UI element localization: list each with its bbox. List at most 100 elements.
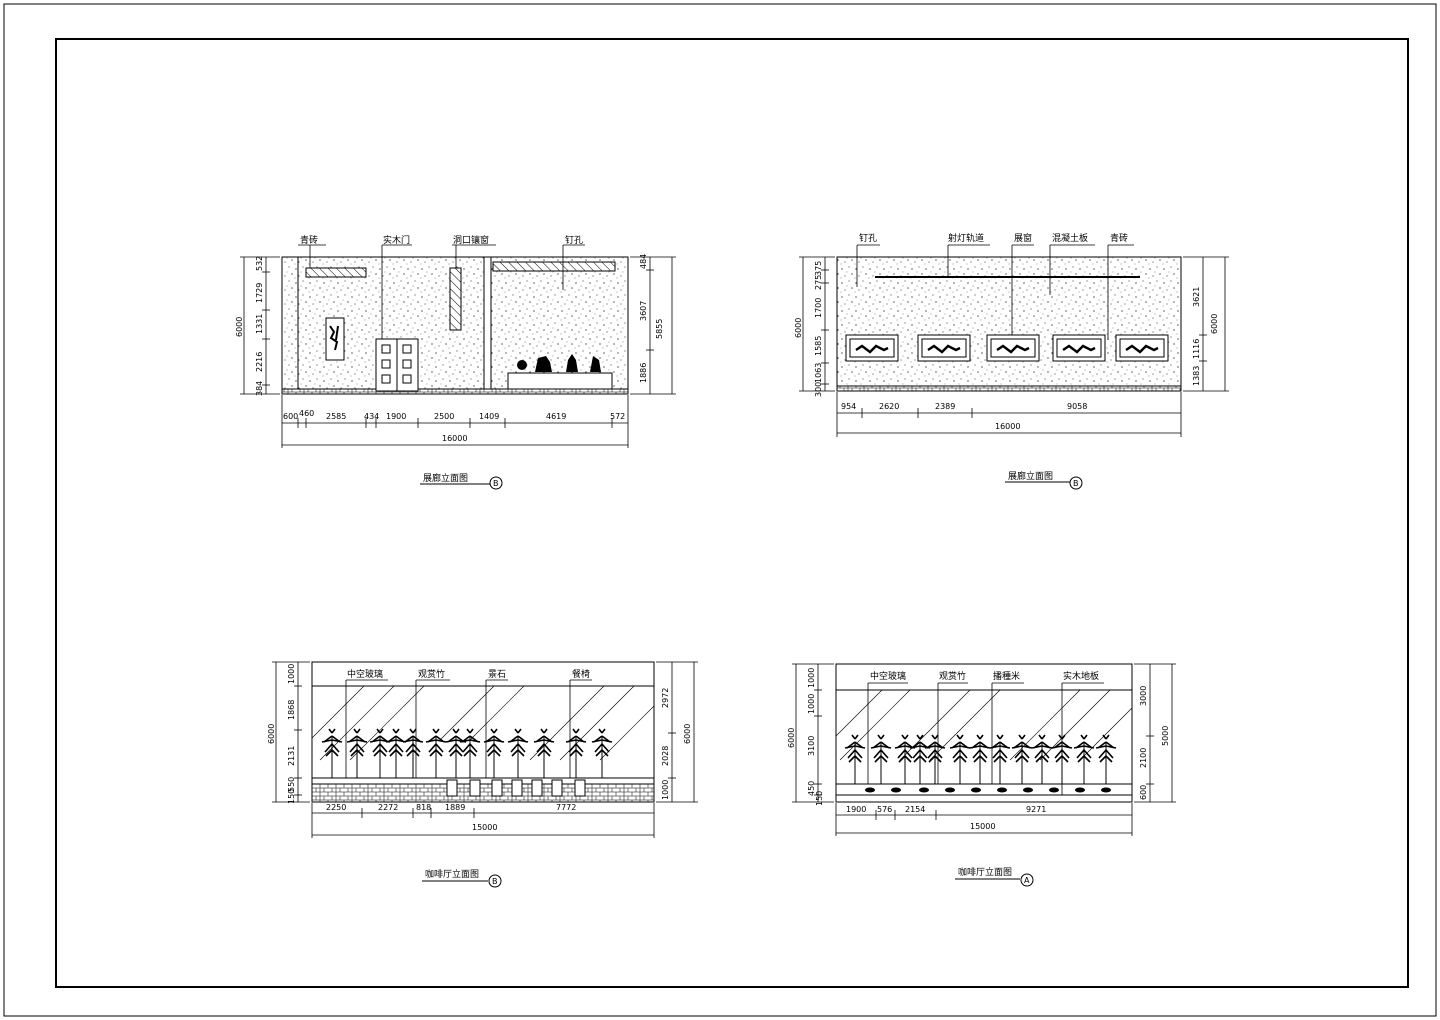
section-marker-letter: B <box>492 877 498 886</box>
dim-bottom: 1900 <box>386 412 406 421</box>
drawing-title: 咖啡厅立面图 <box>958 866 1012 878</box>
elevation-drawing-4: 中空玻璃 观赏竹 播種米 实木地板 1900 <box>787 663 1176 887</box>
dim-total: 16000 <box>995 422 1020 431</box>
dim-bottom: 2585 <box>326 412 346 421</box>
dim-bottom: 600 <box>283 412 298 421</box>
dim-bottom: 2500 <box>434 412 454 421</box>
dim-right: 1886 <box>639 363 648 383</box>
plinth <box>836 385 1182 392</box>
dim-bottom: 954 <box>841 402 856 411</box>
dim-right: 3607 <box>639 301 648 321</box>
outer-border <box>3 3 1437 1017</box>
inner-frame <box>55 38 1409 988</box>
label-ornamental-bamboo: 观赏竹 <box>939 670 966 682</box>
label-concrete-slab: 混凝土板 <box>1052 232 1088 244</box>
plinth <box>281 388 629 395</box>
dim-overall-right: 5000 <box>1161 726 1170 746</box>
dim-left: 375 <box>814 261 823 276</box>
wood-door <box>375 338 419 392</box>
dim-right: 2100 <box>1139 748 1148 768</box>
dim-overall-left: 6000 <box>267 724 276 744</box>
label-blue-brick: 青砖 <box>300 234 318 246</box>
section-marker <box>489 476 503 490</box>
label-dining-chair: 餐椅 <box>572 668 590 680</box>
dim-left: 150 <box>815 791 824 806</box>
dim-bottom: 1889 <box>445 803 465 812</box>
section-marker <box>1020 873 1034 887</box>
label-landscape-stone: 景石 <box>488 669 506 680</box>
label-hollow-glass: 中空玻璃 <box>347 668 383 680</box>
label-ornamental-bamboo: 观赏竹 <box>418 668 445 680</box>
dim-bottom: 4619 <box>546 412 566 421</box>
label-window: 洞口镶窗 <box>453 234 489 246</box>
dim-left: 1000 <box>287 664 296 684</box>
dim-bottom: 1900 <box>846 805 866 814</box>
leader-lines <box>298 244 585 339</box>
dim-left: 450 <box>807 781 816 796</box>
dim-overall-left: 6000 <box>787 728 796 748</box>
hatch-panel <box>492 261 616 272</box>
drawing-title: 展廊立面图 <box>423 472 468 484</box>
dim-bottom: 460 <box>299 409 314 418</box>
cafe-elevation-frame <box>835 663 1133 803</box>
drawing-title: 咖啡厅立面图 <box>425 868 479 880</box>
scroll-painting <box>325 317 345 361</box>
dim-right: 1383 <box>1192 366 1201 386</box>
dim-bottom: 9271 <box>1026 805 1046 814</box>
dim-bottom: 2272 <box>378 803 398 812</box>
dim-left: 1868 <box>287 700 296 720</box>
dim-left: 1331 <box>255 314 264 334</box>
dim-total: 16000 <box>442 434 467 443</box>
dim-left: 2216 <box>255 352 264 372</box>
label-wood-floor: 实木地板 <box>1063 670 1099 682</box>
dim-total: 15000 <box>970 822 995 831</box>
stones <box>865 787 1111 793</box>
label-wood-door: 实木门 <box>383 234 410 246</box>
dim-total: 15000 <box>472 823 497 832</box>
label-planting: 播種米 <box>993 670 1020 682</box>
dim-bottom: 7772 <box>556 803 576 812</box>
wall-2 <box>836 256 1182 392</box>
elevation-drawing-1: 青砖 实木门 洞口镶窗 钉孔 <box>235 234 676 490</box>
dim-bottom: 2154 <box>905 805 925 814</box>
dim-left: 384 <box>255 381 264 396</box>
elevation-drawing-3: 中空玻璃 观赏竹 景石 餐椅 2250 <box>267 661 698 888</box>
chairs <box>446 779 586 797</box>
dim-left: 150 <box>287 789 296 804</box>
dim-left: 300 <box>814 382 823 397</box>
dim-right: 2972 <box>661 688 670 708</box>
dim-overall-left: 6000 <box>235 317 244 337</box>
dim-bottom: 434 <box>364 412 379 421</box>
dim-bottom: 572 <box>610 412 625 421</box>
dim-right: 1116 <box>1192 339 1201 359</box>
dim-overall-left: 6000 <box>794 318 803 338</box>
dim-bottom: 2620 <box>879 402 899 411</box>
dim-bottom: 576 <box>877 805 892 814</box>
display-counter <box>507 372 613 390</box>
dim-left: 3100 <box>807 736 816 756</box>
dim-bottom: 2389 <box>935 402 955 411</box>
label-light-track: 射灯轨道 <box>948 232 984 244</box>
label-display-window: 展窗 <box>1014 232 1032 244</box>
display-windows <box>845 334 1169 362</box>
drawing-title: 展廊立面图 <box>1008 470 1053 482</box>
dim-left: 1729 <box>255 283 264 303</box>
dim-right: 2028 <box>661 746 670 766</box>
label-nail-hole: 钉孔 <box>565 235 583 246</box>
dim-bottom: 2250 <box>326 803 346 812</box>
label-nail-hole: 钉孔 <box>859 233 877 244</box>
dim-left: 1000 <box>807 668 816 688</box>
dim-overall-right: 5855 <box>655 319 664 339</box>
dim-right: 3000 <box>1139 686 1148 706</box>
dim-overall-right: 6000 <box>1210 314 1219 334</box>
dim-bottom: 818 <box>416 803 431 812</box>
section-marker <box>1069 476 1083 490</box>
dim-overall-right: 6000 <box>683 724 692 744</box>
label-blue-brick: 青砖 <box>1110 232 1128 244</box>
dim-left: 1000 <box>807 694 816 714</box>
dim-right: 3621 <box>1192 287 1201 307</box>
sculptures <box>517 354 601 372</box>
section-marker-letter: B <box>1073 479 1079 488</box>
dim-bottom: 1409 <box>479 412 499 421</box>
